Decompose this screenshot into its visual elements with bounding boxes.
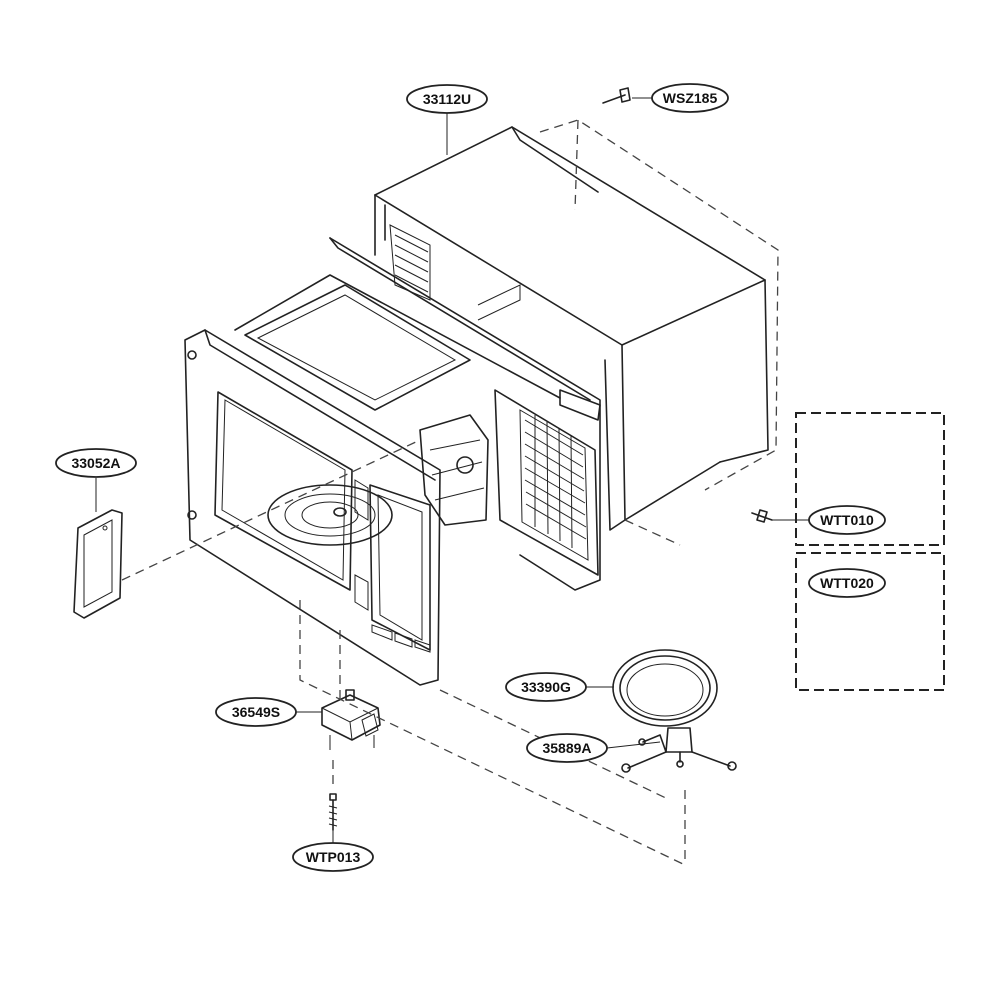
callout-wtt010: WTT010 [808,505,886,535]
callout-label: 33052A [71,455,120,471]
callout-label: WTT010 [820,512,874,528]
group-box-wtt020 [795,552,945,691]
callout-33052a: 33052A [55,448,137,478]
turntable-motor [321,689,381,750]
callout-36549s: 36549S [215,697,297,727]
screw-wtt010 [751,509,773,523]
callout-35889a: 35889A [526,733,608,763]
screw-wtp013 [328,793,338,831]
callout-label: 35889A [542,740,591,756]
screw-wsz185 [602,87,631,104]
callout-leaders [95,97,810,843]
callout-wsz185: WSZ185 [651,83,729,113]
callout-label: 33112U [423,91,471,107]
waveguide-cover [73,509,123,619]
callout-wtt020: WTT020 [808,568,886,598]
cavity-turntable [267,484,393,546]
group-box-wtt010 [795,412,945,546]
callout-wtp013: WTP013 [292,842,374,872]
callout-label: 33390G [521,679,571,695]
callout-label: WSZ185 [663,90,718,106]
front-frame [184,329,441,686]
callout-33390g: 33390G [505,672,587,702]
glass-tray [612,649,718,727]
callout-label: WTT020 [820,575,874,591]
callout-label: 36549S [232,704,280,720]
roller-ring [621,727,737,773]
callout-33112u: 33112U [406,84,488,114]
oven-cavity [234,237,601,591]
callout-label: WTP013 [306,849,361,865]
